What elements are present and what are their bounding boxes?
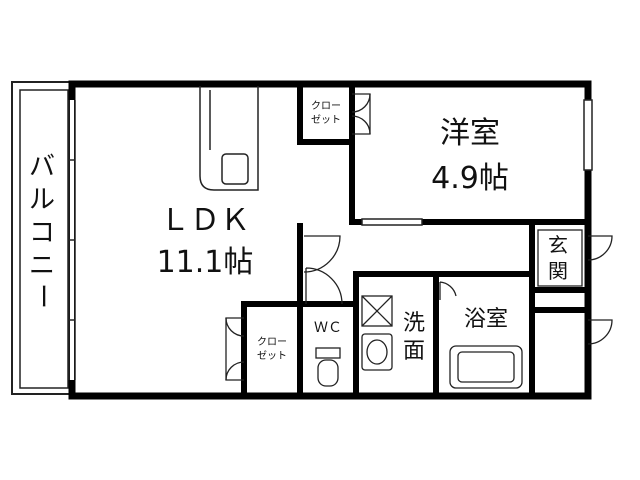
closet-bottom-label-2: ゼット bbox=[257, 350, 287, 362]
entrance-label-2: 関 bbox=[548, 259, 568, 283]
balcony-char-5: ー bbox=[27, 283, 57, 309]
entrance-label-1: 玄 bbox=[548, 233, 568, 257]
western-room-size: 4.9帖 bbox=[431, 161, 509, 196]
closet-top-label-2: ゼット bbox=[311, 114, 341, 126]
bathtub-icon bbox=[449, 345, 523, 389]
outer-walls bbox=[68, 80, 592, 400]
entrance-door bbox=[587, 235, 613, 345]
kitchen-counter bbox=[199, 86, 259, 191]
closet-bottom-label-1: クロー bbox=[257, 336, 287, 348]
closet-bottom-doors bbox=[225, 317, 245, 381]
wc-door bbox=[305, 267, 343, 305]
balcony-char-2: ル bbox=[29, 185, 55, 215]
bathroom-label: 浴室 bbox=[464, 307, 508, 332]
ldk-size: 11.1帖 bbox=[157, 245, 254, 280]
interior-walls bbox=[241, 83, 591, 399]
closet-top-doors bbox=[351, 93, 371, 135]
washroom-label-1: 洗 bbox=[403, 311, 425, 336]
balcony-char-3: コ bbox=[29, 218, 55, 248]
ldk-label: ＬＤＫ bbox=[160, 203, 250, 238]
closet-top-label-1: クロー bbox=[311, 100, 341, 112]
balcony-char-1: バ bbox=[29, 152, 55, 182]
balcony-char-4: ニ bbox=[29, 251, 55, 281]
washing-machine-icon bbox=[361, 295, 393, 327]
sink-icon bbox=[361, 333, 393, 371]
wc-label: ＷＣ bbox=[314, 320, 342, 336]
washroom-label-2: 面 bbox=[403, 339, 425, 364]
western-window bbox=[583, 99, 593, 171]
toilet-icon bbox=[315, 347, 341, 387]
western-room-label: 洋室 bbox=[440, 116, 500, 151]
